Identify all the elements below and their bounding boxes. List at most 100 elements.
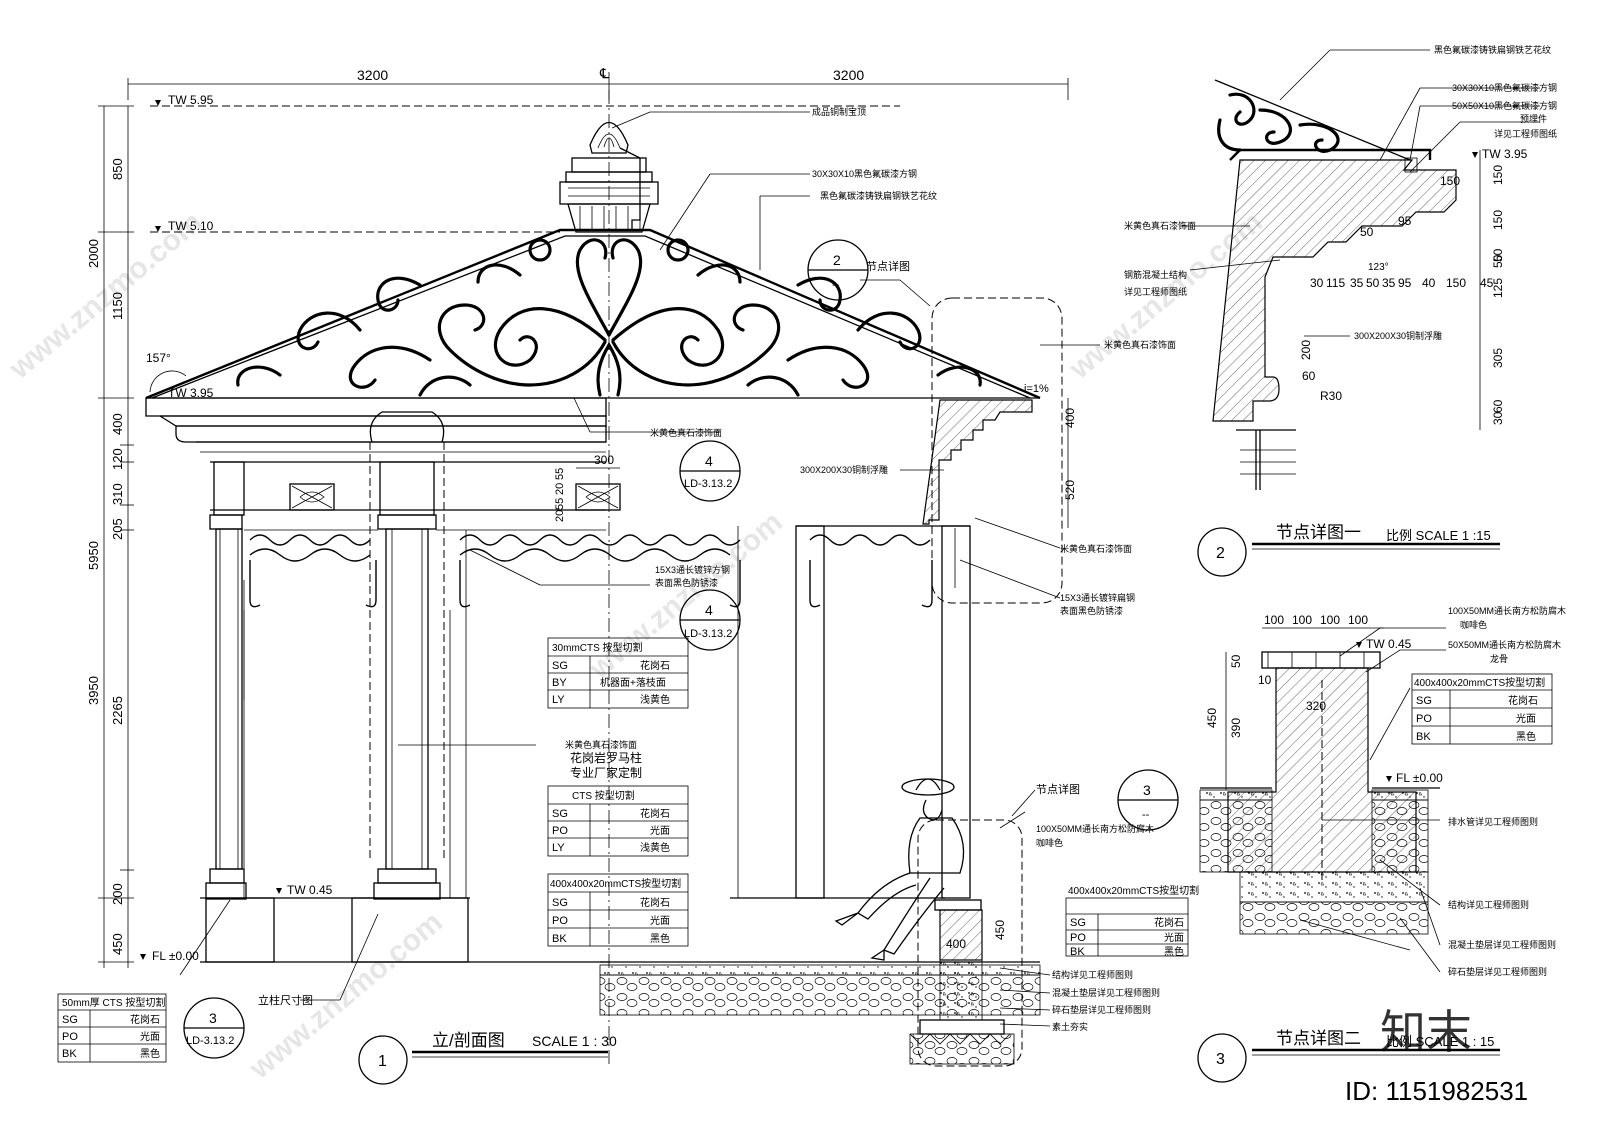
note-node-detail: 节点详图 <box>866 259 910 273</box>
note-gravel: 碎石垫层详见工程师图则 <box>1052 1004 1151 1015</box>
dim-520-right: 520 <box>1063 480 1077 500</box>
svg-text:305: 305 <box>1491 348 1505 368</box>
dim-20: 20 <box>554 483 566 495</box>
svg-text:450: 450 <box>1205 708 1219 728</box>
svg-text:45: 45 <box>1480 276 1494 290</box>
level-tw-395-detail: TW 3.95 <box>1482 147 1528 161</box>
svg-text:LY: LY <box>552 842 565 854</box>
note-structure: 结构详见工程师图则 <box>1052 969 1133 980</box>
note-finial: 成品铜制宝顶 <box>812 106 866 117</box>
note-column-paint: 米黄色真石漆饰面 <box>565 739 637 750</box>
svg-text:PO: PO <box>1070 932 1086 944</box>
level-tw-395: TW 3.95 <box>168 386 214 400</box>
svg-text:节点详图一: 节点详图一 <box>1276 523 1361 542</box>
svg-text:比例 SCALE 1 : 15: 比例 SCALE 1 : 15 <box>1386 1034 1494 1049</box>
svg-text:黑色: 黑色 <box>1516 730 1536 743</box>
callout-3b[interactable]: 3 -- <box>1117 769 1179 831</box>
dim-310: 310 <box>110 483 125 505</box>
svg-text:节点详图二: 节点详图二 <box>1276 1029 1361 1048</box>
svg-text:50: 50 <box>1366 276 1380 290</box>
dim-span-left: 3200 <box>357 67 388 83</box>
svg-text:LD-3.13.2: LD-3.13.2 <box>186 1035 234 1047</box>
svg-text:115: 115 <box>1326 276 1345 290</box>
svg-text:--: -- <box>1142 809 1150 821</box>
svg-text:2: 2 <box>833 252 841 268</box>
svg-text:龙骨: 龙骨 <box>1490 653 1508 664</box>
svg-text:400x400x20mmCTS按型切割: 400x400x20mmCTS按型切割 <box>550 877 681 890</box>
svg-text:BY: BY <box>552 677 567 689</box>
svg-text:LY: LY <box>552 694 565 706</box>
svg-text:40: 40 <box>1422 276 1436 290</box>
svg-text:50X50X10黑色氟碳漆方钢: 50X50X10黑色氟碳漆方钢 <box>1452 100 1557 111</box>
svg-text:35: 35 <box>1382 276 1396 290</box>
svg-text:2: 2 <box>1216 545 1225 562</box>
watermark-id: ID: 1151982531 <box>1345 1076 1528 1106</box>
svg-text:LD-3.13.2: LD-3.13.2 <box>684 478 732 490</box>
svg-text:预埋件: 预埋件 <box>1520 113 1547 124</box>
svg-text:SG: SG <box>552 897 568 909</box>
note-steel-tube: 30X30X10黑色氟碳漆方钢 <box>812 168 917 179</box>
note-column-size: 立柱尺寸图 <box>258 993 313 1007</box>
dim-850: 850 <box>110 158 125 180</box>
centerline-mark: ℄ <box>599 65 609 81</box>
note-iron-pattern: 黑色氟碳漆铸铁扁钢铁艺花纹 <box>820 190 937 201</box>
svg-text:30X30X10黑色氟碳漆方钢: 30X30X10黑色氟碳漆方钢 <box>1452 82 1557 93</box>
human-figure-icon <box>834 778 965 961</box>
svg-text:详见工程师图纸: 详见工程师图纸 <box>1494 128 1557 139</box>
column-middle <box>369 411 445 900</box>
svg-text:花岗石: 花岗石 <box>640 896 670 909</box>
svg-text:320: 320 <box>1306 699 1326 713</box>
dim-400-right: 400 <box>1063 408 1077 428</box>
svg-text:R30: R30 <box>1320 389 1342 403</box>
svg-text:BK: BK <box>552 933 567 945</box>
svg-text:50X50MM通长南方松防腐木: 50X50MM通长南方松防腐木 <box>1448 639 1561 650</box>
svg-text:1: 1 <box>378 1053 387 1070</box>
detail-3: 100 100 100 100 TW 0.45 FL ±0.00 50 10 4… <box>1197 605 1566 1083</box>
svg-text:光面: 光面 <box>650 824 670 837</box>
callout-4a[interactable]: 4 LD-3.13.2 <box>679 440 741 502</box>
svg-text:花岗石: 花岗石 <box>640 659 670 672</box>
svg-text:黑色氟碳漆铸铁扁钢铁艺花纹: 黑色氟碳漆铸铁扁钢铁艺花纹 <box>1434 44 1551 55</box>
callout-4b[interactable]: 4 LD-3.13.2 <box>679 589 741 651</box>
svg-text:SG: SG <box>552 660 568 672</box>
level-fl: FL ±0.00 <box>152 949 199 963</box>
svg-text:花岗石: 花岗石 <box>130 1013 160 1026</box>
svg-text:100: 100 <box>1348 613 1368 627</box>
svg-text:咖啡色: 咖啡色 <box>1460 619 1487 630</box>
svg-text:60: 60 <box>1491 399 1505 413</box>
note-roman-column: 花岗岩罗马柱 <box>570 750 642 765</box>
svg-text:黑色: 黑色 <box>650 932 670 945</box>
svg-text:CTS 按型切割: CTS 按型切割 <box>572 789 635 802</box>
note-copper-relief: 300X200X30铜制浮雕 <box>800 464 888 475</box>
dim-300: 300 <box>594 453 614 467</box>
column-left <box>205 461 247 900</box>
svg-text:100: 100 <box>1292 613 1312 627</box>
svg-text:浅黄色: 浅黄色 <box>640 693 670 706</box>
svg-text:35: 35 <box>1350 276 1364 290</box>
svg-text:4: 4 <box>705 602 713 618</box>
level-tw-top: TW 5.95 <box>168 93 214 107</box>
svg-text:50mm厚 CTS 按型切割: 50mm厚 CTS 按型切割 <box>62 996 165 1009</box>
svg-text:95: 95 <box>1398 276 1412 290</box>
svg-text:3: 3 <box>1143 782 1151 798</box>
svg-text:300X200X30铜制浮雕: 300X200X30铜制浮雕 <box>1354 330 1442 341</box>
elevation-drawing: 3200 3200 ℄ TW 5.95 TW 5.10 TW 3.95 5950… <box>57 65 1199 1085</box>
svg-text:碎石垫层详见工程师图则: 碎石垫层详见工程师图则 <box>1448 966 1547 977</box>
svg-text:SCALE 1 : 30: SCALE 1 : 30 <box>532 1033 617 1049</box>
callout-2[interactable]: 2 -- <box>807 239 869 301</box>
dim-20: 20 <box>554 510 566 522</box>
roof-angle: 157° <box>146 351 171 365</box>
note-timber: 咖啡色 <box>1036 837 1063 848</box>
svg-text:LD-3.13.2: LD-3.13.2 <box>684 628 732 640</box>
svg-text:钢筋混凝土结构: 钢筋混凝土结构 <box>1124 269 1187 280</box>
note-galv-steel: 表面黑色防锈漆 <box>1060 605 1123 616</box>
bench-section: 400 450 <box>599 819 1041 1067</box>
svg-text:花岗石: 花岗石 <box>1508 694 1538 707</box>
callout-3[interactable]: 3 LD-3.13.2 <box>183 997 245 1059</box>
svg-text:50: 50 <box>1491 254 1505 268</box>
svg-text:200: 200 <box>1299 340 1313 360</box>
level-tw-045: TW 0.45 <box>287 883 333 897</box>
